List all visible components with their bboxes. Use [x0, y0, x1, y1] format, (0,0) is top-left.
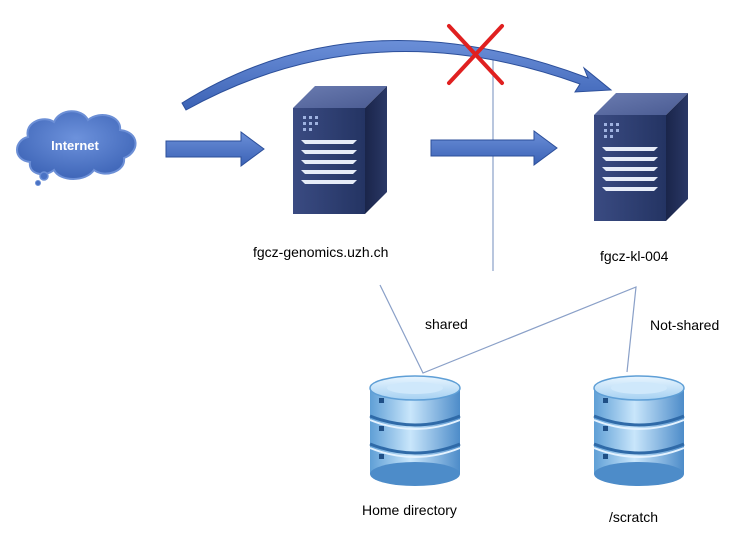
shared-link-line [379, 284, 637, 374]
gateway-to-compute-arrow [430, 130, 558, 166]
compute-server-label: fgcz-kl-004 [600, 248, 669, 264]
shared-label: shared [425, 316, 468, 332]
cloud-icon [16, 110, 137, 186]
database-icon [368, 374, 462, 488]
database-icon [592, 374, 686, 488]
scratch-label: /scratch [609, 509, 659, 525]
server-icon [594, 93, 688, 221]
gateway-server-label: fgcz-genomics.uzh.ch [253, 244, 389, 260]
home-directory-label: Home directory [362, 502, 457, 518]
server-icon [293, 86, 387, 214]
not-shared-label: Not-shared [650, 317, 720, 333]
internet-to-gateway-arrow [165, 131, 265, 167]
direct-access-arrow [181, 39, 613, 111]
internet-label: Internet [51, 138, 99, 153]
blocked-x-icon [447, 24, 504, 85]
